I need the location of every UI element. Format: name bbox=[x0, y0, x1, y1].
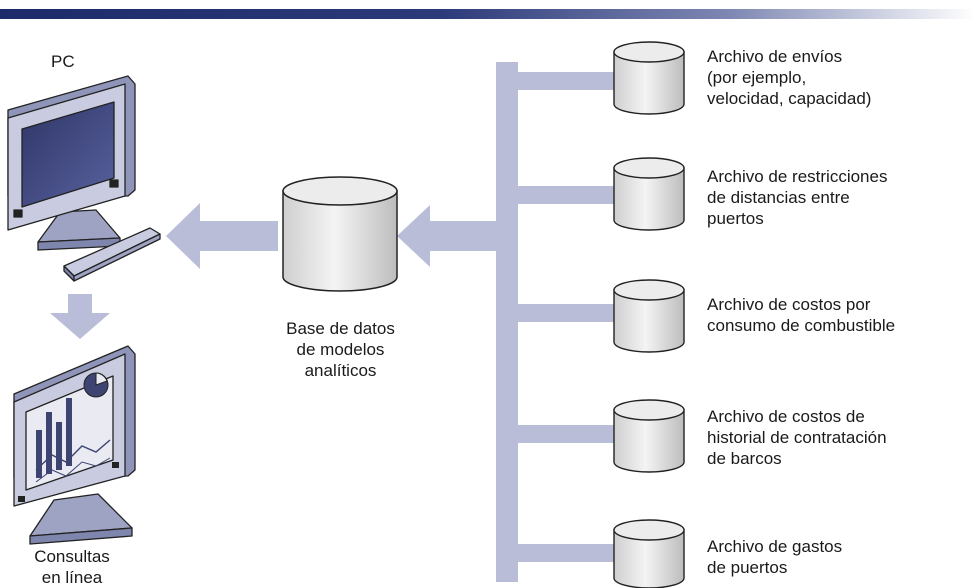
file-label-line: Archivo de envíos bbox=[707, 47, 843, 66]
file-cylinder-2 bbox=[613, 157, 685, 231]
online-display-monitor-icon bbox=[13, 345, 136, 545]
file-cylinder-1 bbox=[613, 41, 685, 115]
file-label-line: velocidad, capacidad) bbox=[707, 89, 872, 108]
online-screen-charts bbox=[18, 372, 119, 502]
file-label-line: Archivo de costos por bbox=[707, 295, 871, 314]
pc-monitor-icon bbox=[7, 75, 161, 282]
online-label-line: Consultas bbox=[34, 547, 110, 566]
pc-label: PC bbox=[51, 52, 75, 71]
file-label-3: Archivo de costos por consumo de combust… bbox=[707, 294, 895, 336]
arrow-db-to-pc bbox=[166, 203, 278, 269]
file-label-line: puertos bbox=[707, 209, 764, 228]
file-cylinder-4 bbox=[613, 399, 685, 473]
file-label-2: Archivo de restricciones de distancias e… bbox=[707, 166, 887, 229]
arrow-pc-to-online bbox=[50, 294, 110, 339]
file-bus-connector bbox=[397, 62, 614, 582]
file-label-line: historial de contratación bbox=[707, 428, 887, 447]
file-label-4: Archivo de costos de historial de contra… bbox=[707, 406, 887, 469]
online-label: Consultas en línea bbox=[22, 546, 122, 588]
central-db-label-line: de modelos bbox=[296, 340, 385, 359]
central-db-label: Base de datos de modelos analíticos bbox=[258, 318, 423, 381]
header-bar bbox=[0, 9, 975, 19]
file-label-5: Archivo de gastos de puertos bbox=[707, 536, 842, 578]
file-cylinder-3 bbox=[613, 279, 685, 353]
file-label-line: de puertos bbox=[707, 558, 788, 577]
online-label-line: en línea bbox=[41, 568, 103, 587]
file-label-line: consumo de combustible bbox=[707, 316, 896, 335]
central-db-label-line: Base de datos bbox=[286, 319, 395, 338]
file-label-line: (por ejemplo, bbox=[707, 68, 807, 87]
file-label-1: Archivo de envíos (por ejemplo, velocida… bbox=[707, 46, 871, 109]
central-database-cylinder bbox=[282, 176, 398, 292]
file-label-line: Archivo de costos de bbox=[707, 407, 865, 426]
file-label-line: de barcos bbox=[707, 449, 782, 468]
file-label-line: de distancias entre bbox=[707, 188, 850, 207]
file-cylinder-5 bbox=[613, 519, 685, 588]
central-db-label-line: analíticos bbox=[304, 361, 377, 380]
file-label-line: Archivo de gastos bbox=[707, 537, 843, 556]
file-label-line: Archivo de restricciones bbox=[707, 167, 888, 186]
